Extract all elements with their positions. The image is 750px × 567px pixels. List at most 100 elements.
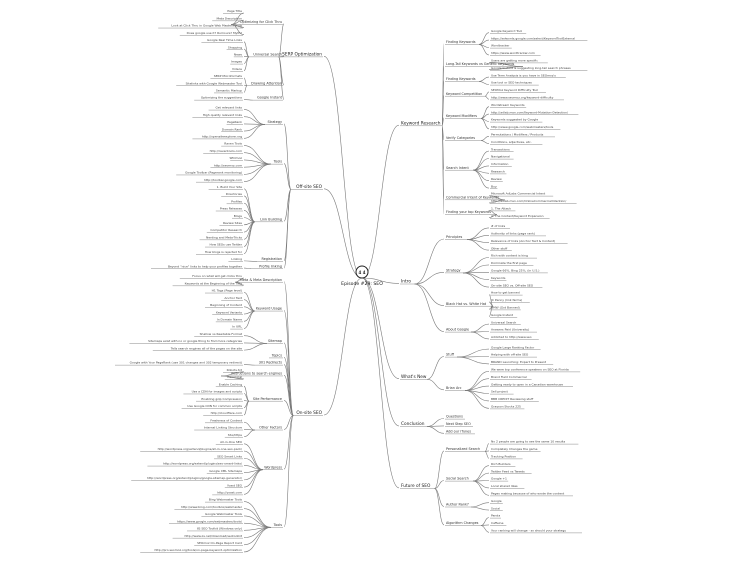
node-blogs[interactable]: Blogs [232, 214, 243, 219]
node-ssl-https[interactable]: SSL/https [224, 433, 243, 438]
node-get-relevant-links[interactable]: Get relevant links [208, 106, 243, 111]
node-raven-tools[interactable]: Raven Tools [221, 142, 243, 147]
node-your-ranking-will-change-so-should-your-[interactable]: Your ranking will change - so should you… [490, 529, 582, 534]
node-keyword-competition[interactable]: Keyword Competition [445, 92, 485, 97]
node-google-keyword-tool[interactable]: Google Keyword Tool [490, 29, 527, 34]
node-http-yoast-com[interactable]: http://yoast.com [212, 491, 243, 496]
node-freshness-of-content[interactable]: Freshness of Content [205, 418, 243, 424]
node-look-at-click-thru-in-google-web-masters[interactable]: Look at Click Thru in Google Web Masters… [158, 24, 243, 29]
node-search-intent[interactable]: Search Intent [445, 166, 473, 171]
node-tools[interactable]: Tools [271, 160, 283, 165]
node-drawing-attention[interactable]: Drawing Attention [247, 81, 283, 86]
node-beginning-of-content[interactable]: Beginning of Content [205, 303, 243, 308]
node-http-adlab-msn-com-onlinecommercialinten[interactable]: http://adlab.msn.com/OnlineCommercialInt… [490, 199, 577, 204]
node-universal-search[interactable]: Universal Search [249, 52, 283, 58]
node-keyword-variants[interactable]: Keyword Variants [212, 310, 243, 315]
node-google[interactable]: Google [490, 499, 503, 504]
node-we-were-top-conference-speakers-on-seo-a[interactable]: We were top conference speakers on SEO a… [490, 368, 581, 373]
node-keyword-modifiers[interactable]: Keyword Modifiers [445, 114, 481, 119]
node-meta-description[interactable]: Meta Description [212, 16, 243, 22]
node-how-to-get-banned[interactable]: How to get banned [490, 291, 523, 296]
node-yoast-seo[interactable]: Yoast SEO [224, 483, 243, 488]
node-rich-builders[interactable]: Rich Builders [490, 462, 516, 467]
node-site-performance[interactable]: Site Performance [249, 397, 283, 402]
node-authority-of-links-page-rank[interactable]: Authority of links (page rank) [490, 232, 546, 237]
node-iis-seo-toolkit-windows-only[interactable]: IIS SEO Toolkit (Windows only) [187, 527, 243, 532]
node-profile-linking[interactable]: Profile linking [251, 264, 283, 269]
node-permutations-modifiers-products[interactable]: Permutations / Modifiers / Products [490, 133, 555, 138]
node-nerding-and-meta-tricks[interactable]: Nerding and Meta-Tricks [199, 235, 243, 241]
node-other-stuff[interactable]: Other stuff [490, 246, 512, 251]
node-https-www-wordtracker-com[interactable]: https://www.wordtracker.com [490, 51, 541, 56]
node-other-factors[interactable]: Other Factors [255, 426, 283, 431]
node-brian-arc[interactable]: Brian Arc [445, 386, 465, 391]
node-microsoft-adlabs-commercial-intent[interactable]: Microsoft AdLabs Commercial Intent [490, 192, 554, 197]
node-http-wordpress-org-extend-plugins-all-in[interactable]: http://wordpress.org/extend/plugins/all-… [140, 447, 243, 452]
node-keyword-usage[interactable]: Keyword Usage [255, 307, 283, 312]
node-completely-changes-the-game[interactable]: Completely Changes the game [490, 447, 541, 452]
node-http-pro-seomoz-org-tools-on-page-keywor[interactable]: http://pro.seomoz.org/tools/on-page-keyw… [140, 548, 243, 553]
node-internal-linking-structure[interactable]: Internal Linking Structure [194, 426, 243, 431]
node-linking[interactable]: Linking [228, 257, 243, 262]
node-301-redirects[interactable]: 301 Redirects [255, 361, 283, 366]
node-http-raventools-com[interactable]: http://raventools.com [203, 149, 243, 154]
node-author-rank[interactable]: Author Rank? [445, 503, 471, 508]
node-keyword-research[interactable]: Keyword Research [400, 120, 442, 126]
node-http-www-iis-net-download-seotoolkit[interactable]: http://www.iis.net/download/seotoolkit [172, 534, 243, 539]
node-questions[interactable]: Questions [445, 415, 465, 420]
node-buy[interactable]: Buy [490, 184, 498, 189]
node-google-xml-sitemaps[interactable]: Google XML Sitemaps [206, 469, 243, 474]
node-http-wordpress-org-extend-plugins-seo-sm[interactable]: http://wordpress.org/extend/plugins/seo-… [147, 462, 243, 467]
node-canonical[interactable]: Canonical [224, 375, 243, 380]
node-conditions-adjectives-etc[interactable]: Conditions, adjectives, etc. [490, 140, 543, 145]
node-getting-ready-to-open-in-a-canadian-ware[interactable]: Getting ready to open in a Canadian ware… [490, 382, 573, 387]
node-review[interactable]: Review [490, 177, 503, 182]
node-http-wordpress-org-extend-plugins-google[interactable]: http://wordpress.org/extend/plugins/goog… [131, 476, 243, 481]
node-bbb-credit-reviewing-stuff[interactable]: BBB CREDIT Reviewing stuff [490, 397, 539, 402]
node-serp-microformats[interactable]: SERP Microformats [210, 74, 243, 79]
node-dominate-the-first-page[interactable]: Dominate the first page [490, 261, 534, 266]
node-local-shared-likes[interactable]: Local shared likes [490, 484, 525, 489]
node-social[interactable]: Social [490, 506, 503, 511]
node-jc-penny-link-farms[interactable]: JC Penny (link farms) [490, 298, 530, 303]
node-http-www-bing-com-toolbox-webmaster[interactable]: http://www.bing.com/toolbox/webmaster [174, 505, 243, 510]
node-bing-webmaster-tools[interactable]: Bing Webmaster Tools [205, 498, 243, 503]
node-research[interactable]: Research [490, 170, 507, 175]
node-http-opensiteexplorer-org[interactable]: http://opensiteexplorer.org [192, 135, 243, 140]
node-pages-making-because-of-who-wrote-the-co[interactable]: Pages making because of who wrote the co… [490, 492, 573, 497]
node-users-are-getting-more-specific[interactable]: Users are getting more specific [490, 59, 548, 64]
node-use-tool-or-seo-techniques[interactable]: Use tool or SEO techniques [490, 81, 539, 86]
node-optimizing-for-click-thru[interactable]: Optimizing for Click Thru [231, 20, 283, 25]
node-http-www-seomoz-org-keyword-difficulty[interactable]: http://www.seomoz.org/keyword-difficulty [490, 96, 564, 101]
node-wordpress[interactable]: Wordpress [263, 465, 283, 470]
node-use-term-analysis-is-you-have-in-seomoz-[interactable]: Use Term Analysis is you have in SEOmoz'… [490, 73, 566, 78]
node-no-2-people-are-going-to-see-the-same-10[interactable]: No 2 people are going to see the same 10… [490, 440, 579, 445]
node-seo-smart-links[interactable]: SEO Smart Links [214, 454, 243, 460]
node-commercial-intent-of-keywords[interactable]: Commercial Intent of Keywords [445, 195, 505, 201]
node-meta-meta-description[interactable]: Meta & Meta Description [235, 278, 283, 283]
node-http-cloudflare-com[interactable]: http://cloudflare.com [203, 411, 243, 416]
node-registration[interactable]: Registration [257, 257, 283, 262]
node-wordtracker[interactable]: Wordtracker [490, 44, 512, 49]
node-seomoz[interactable]: SEOmoz [230, 156, 244, 161]
node-verify-categories[interactable]: Verify Categories [445, 136, 481, 141]
node-panda[interactable]: Panda [490, 514, 501, 519]
node-relevance-of-links-anchor-text-content[interactable]: Relevance of links (Anchor Text & Conten… [490, 239, 568, 244]
central-topic[interactable]: 4 4 Episode #29: SEO [341, 265, 383, 287]
node-directories[interactable]: Directories [221, 192, 243, 197]
node-what-s-new[interactable]: What's New [400, 374, 427, 380]
node-social-search[interactable]: Social Search [445, 477, 473, 482]
node-videos[interactable]: Videos [230, 67, 243, 72]
node-on-site-seo[interactable]: On-site SEO [293, 410, 324, 416]
node-finding-your-top-keywords[interactable]: Finding your top Keywords [445, 210, 497, 215]
node-enabling-gzip-compression[interactable]: Enabling gzip Compression [196, 397, 243, 402]
node-enable-caching[interactable]: Enable Caching [215, 382, 243, 388]
node-caffeine[interactable]: Caffeine [490, 521, 507, 526]
node-addicted-to-http-www-seo[interactable]: Addicted to http://www.seo [490, 335, 539, 340]
node-news[interactable]: News [233, 52, 243, 58]
node-personalized-search[interactable]: Personalized Search [445, 447, 485, 452]
node-google-1[interactable]: Google +1 [490, 477, 509, 482]
node-link-building[interactable]: Link Building [255, 217, 283, 223]
node-grayson-stocks-225[interactable]: Grayson Stocks 225 [490, 405, 525, 410]
node-pagerank[interactable]: PageRank [226, 120, 243, 125]
